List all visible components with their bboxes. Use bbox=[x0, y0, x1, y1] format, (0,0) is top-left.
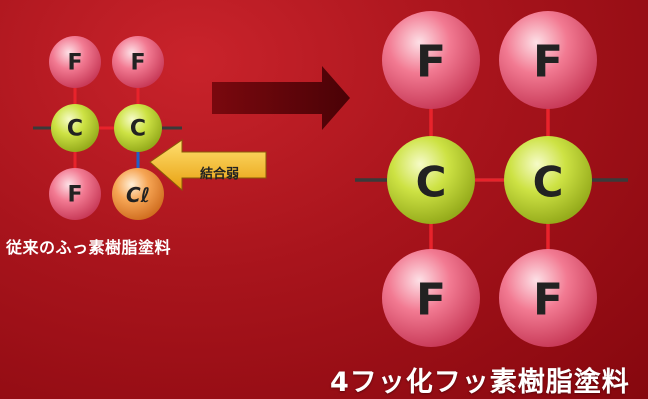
right-atom-c-right: C bbox=[504, 136, 592, 224]
svg-text:C: C bbox=[416, 158, 447, 207]
weak-bond-callout bbox=[149, 139, 267, 192]
svg-text:C: C bbox=[130, 117, 146, 142]
svg-text:F: F bbox=[416, 275, 446, 326]
right-atom-f-top-right: F bbox=[499, 11, 597, 109]
left-atom-f-bottom-left: F bbox=[49, 168, 101, 220]
svg-text:F: F bbox=[130, 51, 145, 76]
svg-text:Cℓ: Cℓ bbox=[126, 183, 150, 207]
svg-text:F: F bbox=[533, 275, 563, 326]
transform-arrow bbox=[212, 66, 350, 130]
svg-text:C: C bbox=[67, 117, 83, 142]
right-atom-c-left: C bbox=[387, 136, 475, 224]
svg-text:F: F bbox=[416, 37, 446, 88]
left-atom-c-right: C bbox=[114, 104, 162, 152]
left-atom-f-top-left: F bbox=[49, 36, 101, 88]
left-atom-f-top-right: F bbox=[112, 36, 164, 88]
left-atom-cl-bottom-right: Cℓ bbox=[112, 168, 164, 220]
right-caption: 4フッ化フッ素樹脂塗料 bbox=[330, 367, 630, 398]
right-atom-f-bottom-right: F bbox=[499, 249, 597, 347]
left-atom-c-left: C bbox=[51, 104, 99, 152]
left-caption: 従来のふっ素樹脂塗料 bbox=[6, 238, 172, 257]
svg-text:C: C bbox=[533, 158, 564, 207]
svg-text:F: F bbox=[533, 37, 563, 88]
right-atom-f-bottom-left: F bbox=[382, 249, 480, 347]
svg-text:F: F bbox=[67, 51, 82, 76]
weak-bond-label: 結合弱 bbox=[200, 167, 240, 182]
svg-text:F: F bbox=[67, 183, 82, 208]
right-atom-f-top-left: F bbox=[382, 11, 480, 109]
